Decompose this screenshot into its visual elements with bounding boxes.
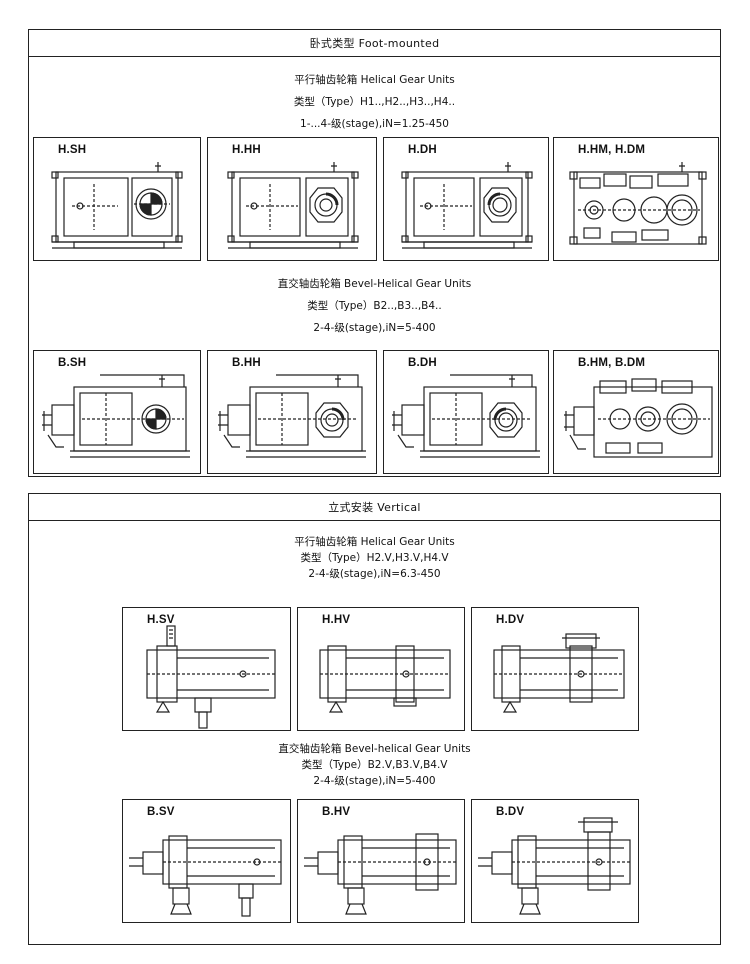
helical-title: 平行轴齿轮箱 Helical Gear Units bbox=[294, 74, 455, 86]
foot-mounted-section: 卧式类型 Foot-mounted 平行轴齿轮箱 Helical Gear Un… bbox=[28, 29, 721, 477]
gearbox-drawing bbox=[493, 633, 625, 713]
diagram-b-hm-dm: B.HM, B.DM bbox=[553, 350, 719, 474]
bevel-stage: 2-4-级(stage),iN=5-400 bbox=[313, 775, 436, 787]
diagram-b-sv: B.SV bbox=[122, 799, 291, 923]
diagram-label: H.HV bbox=[322, 614, 351, 626]
diagram-h-hm-dm: H.HM, H.DM bbox=[553, 137, 719, 261]
gearbox-drawing bbox=[478, 817, 631, 915]
diagram-b-dh: B.DH bbox=[383, 350, 549, 474]
bevel-type: 类型（Type）B2.V,B3.V,B4.V bbox=[301, 759, 448, 771]
gearbox-drawing bbox=[227, 162, 359, 249]
helical-type: 类型（Type）H1..,H2..,H3..,H4.. bbox=[293, 96, 456, 108]
bevel-title: 直交轴齿轮箱 Bevel-Helical Gear Units bbox=[277, 278, 472, 290]
diagram-label: H.SH bbox=[58, 144, 87, 156]
gearbox-drawing bbox=[401, 162, 533, 249]
diagram-b-dv: B.DV bbox=[471, 799, 639, 923]
diagram-label: B.HH bbox=[232, 357, 261, 369]
diagram-label: H.DV bbox=[496, 614, 525, 626]
diagram-label: B.DH bbox=[408, 357, 437, 369]
gearbox-drawing bbox=[564, 378, 713, 458]
section-header: 立式安装 Vertical bbox=[29, 494, 720, 521]
diagram-label: H.DH bbox=[408, 144, 437, 156]
gearbox-drawing bbox=[392, 374, 540, 458]
gearbox-drawing bbox=[42, 374, 190, 458]
bevel-stage: 2-4-级(stage),iN=5-400 bbox=[313, 322, 436, 334]
diagram-label: H.HH bbox=[232, 144, 261, 156]
helical-type: 类型（Type）H2.V,H3.V,H4.V bbox=[300, 552, 449, 564]
diagram-label: B.DV bbox=[496, 806, 525, 818]
section-header: 卧式类型 Foot-mounted bbox=[29, 30, 720, 57]
diagram-h-hv: H.HV bbox=[297, 607, 465, 731]
gearbox-drawing bbox=[218, 374, 366, 458]
diagram-label: H.SV bbox=[147, 614, 175, 626]
bevel-type: 类型（Type）B2..,B3..,B4.. bbox=[307, 300, 442, 312]
diagram-b-hh: B.HH bbox=[207, 350, 377, 474]
diagram-h-hh: H.HH bbox=[207, 137, 377, 261]
gearbox-drawing bbox=[129, 835, 282, 917]
gearbox-drawing bbox=[146, 625, 276, 729]
gearbox-drawing bbox=[51, 162, 183, 249]
vertical-section: 立式安装 Vertical 平行轴齿轮箱 Helical Gear Units … bbox=[28, 493, 721, 945]
diagram-h-sv: H.SV bbox=[122, 607, 291, 731]
helical-stage: 1-...4-级(stage),iN=1.25-450 bbox=[300, 118, 449, 130]
helical-stage: 2-4-级(stage),iN=6.3-450 bbox=[308, 568, 441, 580]
diagram-label: B.HM, B.DM bbox=[578, 357, 646, 369]
diagram-h-dh: H.DH bbox=[383, 137, 549, 261]
diagram-label: H.HM, H.DM bbox=[578, 144, 646, 156]
diagram-label: B.SV bbox=[147, 806, 175, 818]
helical-title: 平行轴齿轮箱 Helical Gear Units bbox=[294, 536, 455, 548]
diagram-b-sh: B.SH bbox=[33, 350, 201, 474]
diagram-label: B.SH bbox=[58, 357, 87, 369]
diagram-b-hv: B.HV bbox=[297, 799, 465, 923]
diagram-label: B.HV bbox=[322, 806, 351, 818]
gearbox-drawing bbox=[304, 833, 457, 915]
diagram-h-sh: H.SH bbox=[33, 137, 201, 261]
gearbox-drawing bbox=[319, 645, 451, 713]
gearbox-drawing bbox=[569, 162, 707, 245]
bevel-title: 直交轴齿轮箱 Bevel-helical Gear Units bbox=[278, 743, 471, 755]
diagram-h-dv: H.DV bbox=[471, 607, 639, 731]
